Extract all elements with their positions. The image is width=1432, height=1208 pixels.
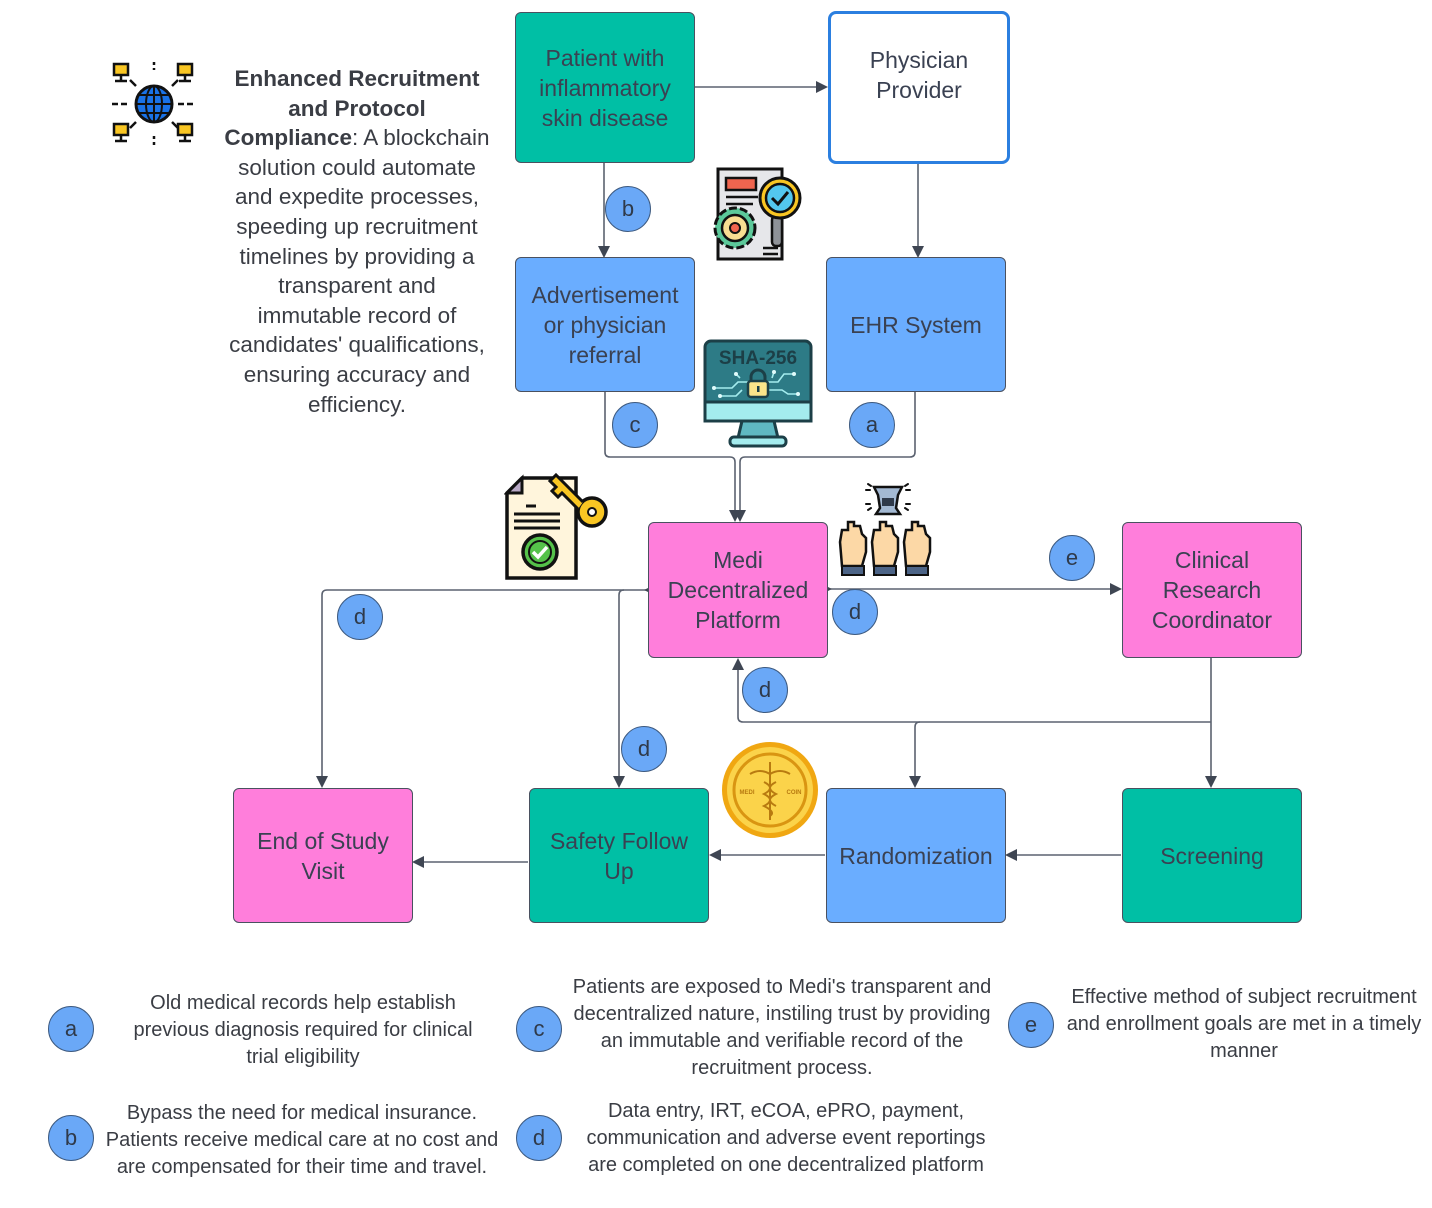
badge-d-left-loop: d (337, 594, 383, 640)
legend-text-e: Effective method of subject recruitment … (1066, 986, 1422, 1062)
badge-b: b (605, 186, 651, 232)
node-screening-label: Screening (1160, 842, 1264, 869)
edge-coordinator-randomization (909, 721, 1211, 788)
document-search-gear-icon (708, 166, 806, 264)
legend-text-a: Old medical records help establish previ… (133, 992, 473, 1068)
badge-d-platform-bottom: d (742, 667, 788, 713)
voting-hands-icon (836, 482, 940, 578)
sidebar-note-body: A blockchain solution could automate and… (229, 125, 490, 417)
node-medi-platform[interactable]: Medi Decentralized Platform (648, 522, 828, 658)
node-physician-provider-label: Physician Provider (869, 46, 969, 103)
coin-label-left: MEDI (740, 790, 755, 796)
badge-d-safety: d (621, 726, 667, 772)
node-ehr-system[interactable]: EHR System (826, 257, 1006, 392)
node-patient[interactable]: Patient with inflammatory skin disease (515, 12, 695, 163)
legend-badge-b: b (48, 1115, 94, 1161)
badge-a: a (849, 402, 895, 448)
sha256-monitor-lock-icon: SHA-256 (702, 338, 814, 450)
legend-badge-a: a (48, 1006, 94, 1052)
badge-c: c (612, 402, 658, 448)
sha256-label: SHA-256 (719, 348, 797, 369)
legend-text-b: Bypass the need for medical insurance. P… (105, 1102, 499, 1178)
network-globe-icon (110, 60, 198, 148)
node-physician-provider[interactable]: Physician Provider (828, 11, 1010, 164)
badge-e: e (1049, 535, 1095, 581)
legend-badge-d: d (516, 1115, 562, 1161)
node-randomization-label: Randomization (839, 842, 993, 869)
sidebar-note: Enhanced Recruitment and Protocol Compli… (224, 64, 490, 419)
node-screening[interactable]: Screening (1122, 788, 1302, 923)
sidebar-note-title: Enhanced Recruitment and Protocol Compli… (224, 66, 480, 151)
node-medi-platform-label: Medi Decentralized Platform (667, 547, 809, 633)
medicoin-icon: MEDI COIN (720, 740, 820, 840)
contract-key-icon (503, 468, 610, 582)
node-clinical-research-coordinator-label: Clinical Research Coordinator (1151, 547, 1273, 633)
node-advertisement[interactable]: Advertisement or physician referral (515, 257, 695, 392)
legend-text-c: Patients are exposed to Medi's transpare… (572, 976, 992, 1079)
node-safety-follow-up[interactable]: Safety Follow Up (529, 788, 709, 923)
node-randomization[interactable]: Randomization (826, 788, 1006, 923)
legend-text-d: Data entry, IRT, eCOA, ePRO, payment, co… (586, 1100, 986, 1176)
node-patient-label: Patient with inflammatory skin disease (539, 44, 671, 131)
node-clinical-research-coordinator[interactable]: Clinical Research Coordinator (1122, 522, 1302, 658)
legend-badge-e: e (1008, 1002, 1054, 1048)
legend-badge-c: c (516, 1006, 562, 1052)
badge-d-platform-right: d (832, 589, 878, 635)
node-end-of-study-label: End of Study Visit (257, 827, 389, 884)
sidebar-note-colon: : (351, 125, 359, 151)
node-ehr-system-label: EHR System (850, 311, 982, 338)
coin-label-right: COIN (787, 790, 802, 796)
node-safety-follow-up-label: Safety Follow Up (549, 827, 689, 884)
node-advertisement-label: Advertisement or physician referral (531, 281, 679, 368)
node-end-of-study[interactable]: End of Study Visit (233, 788, 413, 923)
